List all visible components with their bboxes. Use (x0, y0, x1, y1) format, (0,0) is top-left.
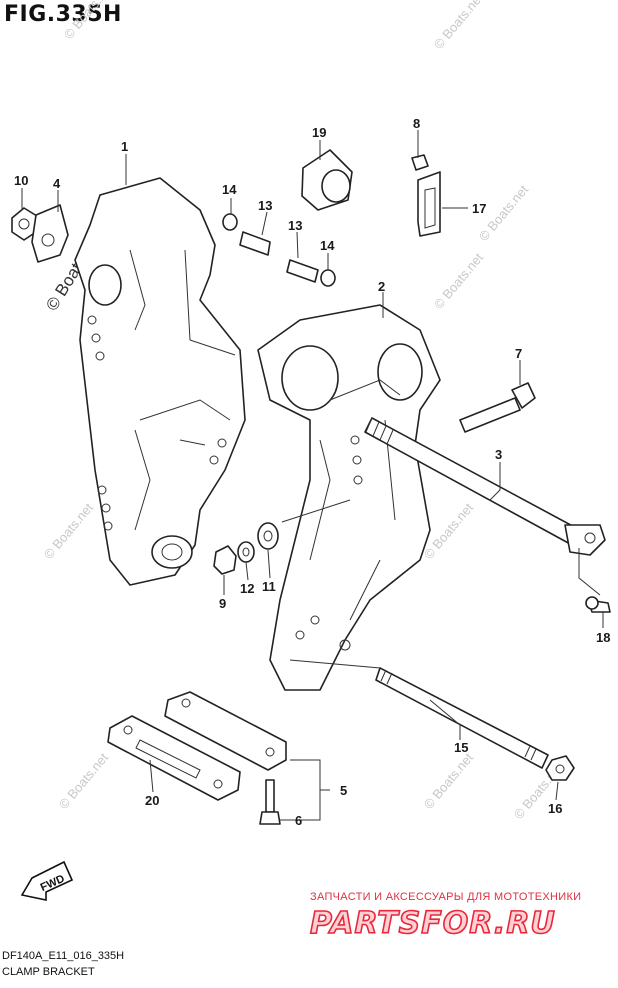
part-plate-20 (107, 715, 241, 801)
part-nut-9 (213, 545, 237, 575)
callout-6: 6 (295, 813, 302, 828)
part-gasket-4 (31, 204, 69, 263)
callout-19: 19 (312, 125, 326, 140)
promo-logo[interactable]: PARTSFOR.RU (309, 905, 556, 942)
callout-14b: 14 (320, 238, 335, 253)
part-shaft-15 (375, 667, 549, 769)
callout-12: 12 (240, 581, 254, 596)
callout-16: 16 (548, 801, 562, 816)
part-washer-12 (237, 541, 255, 563)
part-clip-17 (411, 154, 441, 237)
callout-13: 13 (258, 198, 272, 213)
callout-14: 14 (222, 182, 237, 197)
part-bolt-6 (259, 779, 281, 825)
part-bolts-13-14 (222, 213, 336, 287)
part-clamp-bracket-right (257, 304, 441, 691)
watermark-text: © Boats.net (431, 250, 487, 312)
callout-3: 3 (495, 447, 502, 462)
figure-name: CLAMP BRACKET (2, 966, 95, 978)
callout-2: 2 (378, 279, 385, 294)
callout-20: 20 (145, 793, 159, 808)
callout-1: 1 (121, 139, 128, 154)
part-bolt-18 (585, 596, 611, 613)
callout-7: 7 (515, 346, 522, 361)
callout-11: 11 (262, 579, 276, 594)
callout-4: 4 (53, 176, 61, 191)
callouts: 1 2 3 4 5 6 7 8 9 10 11 12 13 13 14 14 1… (14, 116, 610, 828)
part-plate-5 (164, 691, 287, 771)
callout-5: 5 (340, 783, 347, 798)
callout-8: 8 (413, 116, 420, 131)
leader-lines (21, 130, 604, 821)
watermark-text: © Boats.net (41, 500, 97, 562)
watermark-text: © Boats.net (421, 750, 477, 812)
callout-18: 18 (596, 630, 610, 645)
fwd-arrow: FWD (20, 860, 74, 901)
part-bolt-7 (459, 382, 536, 433)
callout-9: 9 (219, 596, 226, 611)
figure-title: FIG.335H (4, 2, 122, 27)
part-cap-19 (301, 149, 353, 211)
watermark-text: © Boats.net (61, 0, 117, 42)
callout-13b: 13 (288, 218, 302, 233)
promo-tagline: ЗАПЧАСТИ И АКСЕССУАРЫ ДЛЯ МОТОТЕХНИКИ (310, 891, 582, 903)
part-clamp-bracket-left (74, 177, 246, 586)
callout-15: 15 (454, 740, 468, 755)
watermark-text: © Boats.net (56, 750, 112, 812)
part-nut-16 (545, 755, 575, 781)
model-code: DF140A_E11_016_335H (2, 950, 125, 962)
callout-17: 17 (472, 201, 486, 216)
callout-10: 10 (14, 173, 28, 188)
watermark-text: © Boats.net (431, 0, 487, 52)
part-washer-11 (257, 522, 279, 550)
part-tilt-tube (364, 417, 606, 556)
